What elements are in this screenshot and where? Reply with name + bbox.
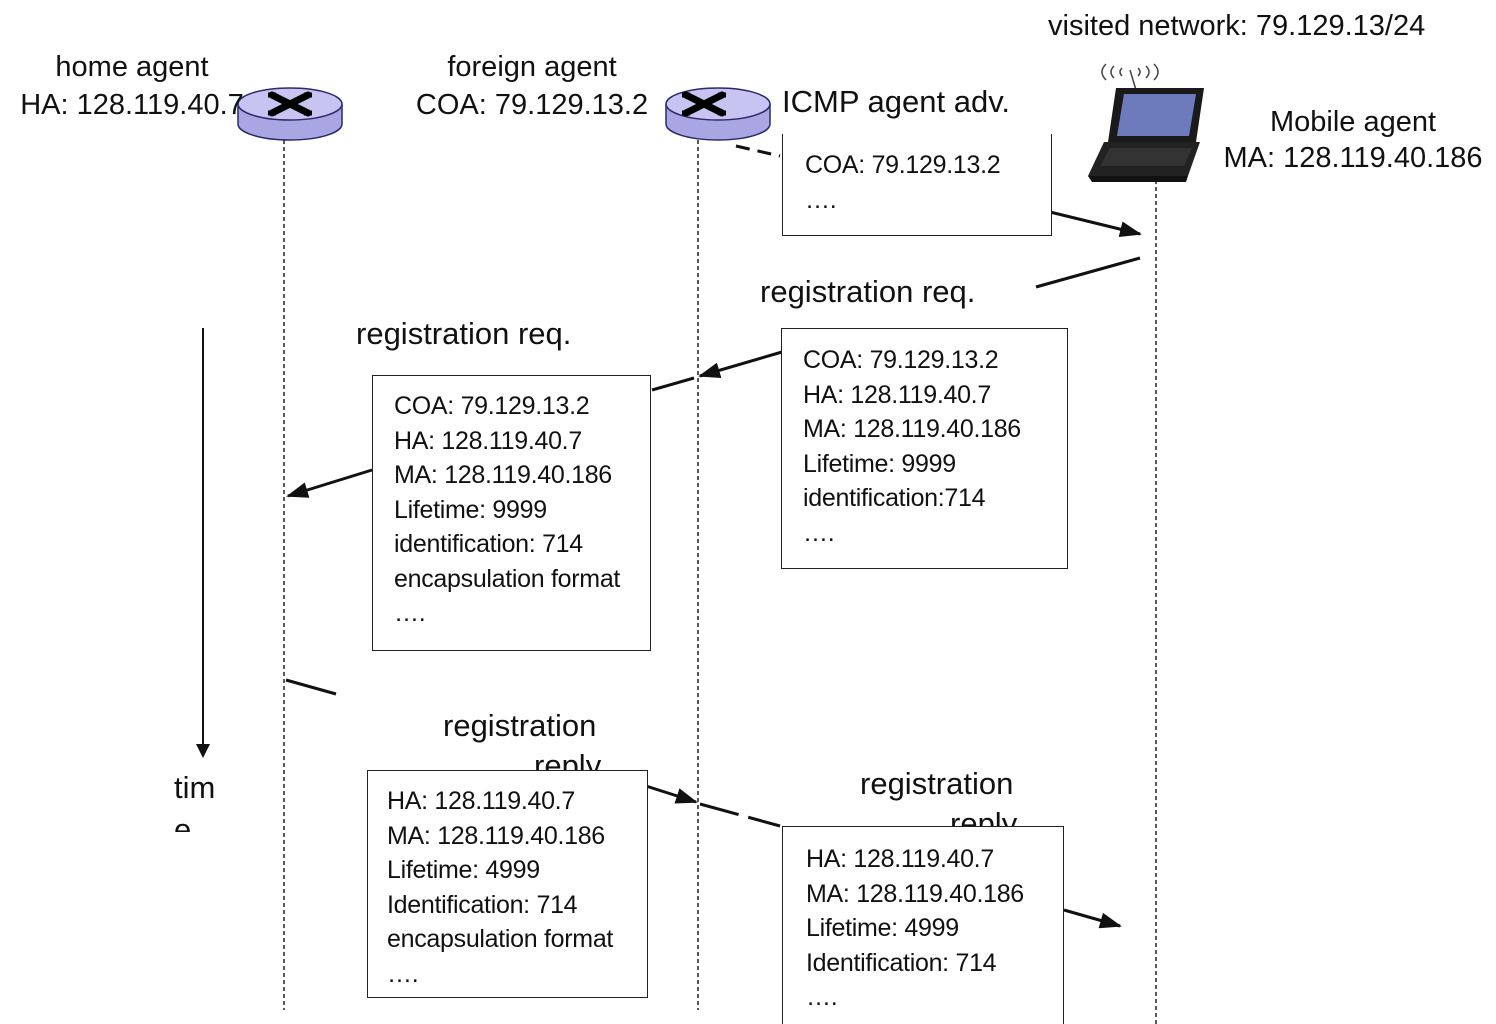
mobile-agent-address: MA: 128.119.40.186 [1223,142,1483,174]
reg-req-mobile-label: registration req. [760,274,976,309]
reg-reply-foreign-label: registration [860,766,1014,801]
icmp-adv-line-1: COA: 79.129.13.2 [805,151,1001,179]
laptop-icon [1088,63,1204,182]
reg-req-mobile-line-1: COA: 79.129.13.2 [803,346,999,374]
reg-req-mobile-line-4: Lifetime: 9999 [803,449,956,478]
time-label-line1: tim [174,770,216,805]
reg-reply-arrow [645,784,698,804]
reg-reply-home-line-4: Identification: 714 [387,890,578,919]
reg-reply-home-line-2: MA: 128.119.40.186 [387,821,605,850]
reg-req-foreign-line-7: …. [394,599,426,627]
reg-req-fwd-arrow-start [651,376,695,392]
icmp-adv-label: ICMP agent adv. [782,84,1011,119]
reg-reply-fwd-arrow [1063,908,1122,929]
time-label-clip: e [174,806,234,832]
reg-reply-fwd-arrow-start [699,802,781,828]
foreign-agent-name: foreign agent [447,51,617,83]
reg-reply-foreign-line-2: MA: 128.119.40.186 [806,879,1024,908]
reg-reply-home-box: HA: 128.119.40.7 MA: 128.119.40.186 Life… [367,770,648,998]
time-label-line2: e [174,812,192,832]
home-agent-name: home agent [55,51,209,83]
reg-req-foreign-line-3: MA: 128.119.40.186 [394,461,612,489]
foreign-router-icon [665,87,771,141]
icmp-arrow-start [735,144,781,158]
reg-req-mobile-line-2: HA: 128.119.40.7 [803,380,991,409]
reg-reply-foreign-line-1: HA: 128.119.40.7 [806,845,994,873]
icmp-adv-line-2: …. [805,185,837,214]
reg-reply-foreign-line-5: …. [806,983,838,1011]
reg-req-mobile-line-3: MA: 128.119.40.186 [803,415,1021,443]
home-router-icon [237,87,343,141]
reg-req-mobile-line-6: …. [803,518,835,547]
reg-reply-home-label: registration [443,708,597,743]
reg-req-foreign-line-2: HA: 128.119.40.7 [394,426,582,455]
reg-req-foreign-line-4: Lifetime: 9999 [394,495,547,524]
reg-req-foreign-box: COA: 79.129.13.2 HA: 128.119.40.7 MA: 12… [372,375,651,651]
reg-reply-arrow-start [285,678,337,696]
reg-reply-home-line-5: encapsulation format [387,925,614,953]
reg-reply-home-line-1: HA: 128.119.40.7 [387,787,575,815]
reg-req-foreign-line-5: identification: 714 [394,530,583,558]
home-agent-address: HA: 128.119.40.7 [20,89,244,121]
reg-req-arrow [698,350,783,379]
reg-req-mobile-box: COA: 79.129.13.2 HA: 128.119.40.7 MA: 12… [781,328,1068,569]
reg-reply-foreign-line-4: Identification: 714 [806,948,997,977]
foreign-agent-address: COA: 79.129.13.2 [415,89,649,121]
icmp-arrow [1049,210,1142,238]
reg-req-fwd-arrow [286,468,373,498]
reg-reply-foreign-box: HA: 128.119.40.7 MA: 128.119.40.186 Life… [782,826,1064,1024]
time-arrowhead [196,744,210,758]
icmp-adv-box: COA: 79.129.13.2 …. [782,134,1052,236]
reg-reply-home-line-6: …. [387,959,419,988]
reg-req-foreign-line-6: encapsulation format [394,564,621,593]
mobile-agent-name: Mobile agent [1269,106,1437,138]
reg-req-foreign-line-1: COA: 79.129.13.2 [394,392,590,420]
reg-req-arrow-start [1035,256,1141,289]
visited-network-label: visited network: 79.129.13/24 [1048,10,1426,42]
reg-req-mobile-line-5: identification:714 [803,484,986,512]
reg-reply-home-line-3: Lifetime: 4999 [387,856,540,884]
reg-req-foreign-label: registration req. [356,316,572,351]
reg-reply-foreign-line-3: Lifetime: 4999 [806,914,959,942]
